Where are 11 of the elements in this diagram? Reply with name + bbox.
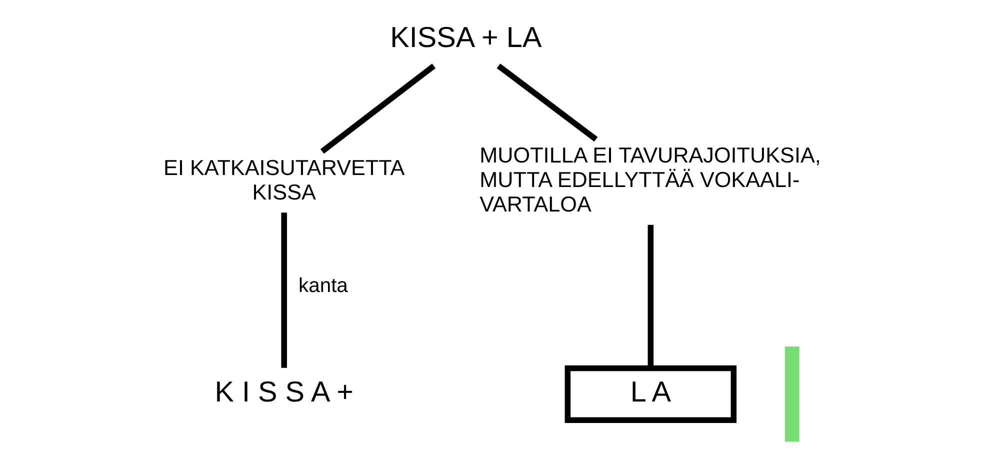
node-text: K I S S A + [214,376,353,408]
connector [320,64,436,154]
node-text: KISSA + LA [390,22,542,54]
connector [496,64,598,142]
edge-label: kanta [298,275,348,298]
node-bar [784,346,799,442]
connector [280,212,286,368]
connector [647,224,654,368]
node-box: L A [564,365,736,424]
node-text: EI KATKAISUTARVETTA KISSA [163,154,404,204]
node-text: MUOTILLA EI TAVURAJOITUKSIA, MUTTA EDELLYTTÄÄ VOKAALI- VARTALOA [479,142,820,217]
